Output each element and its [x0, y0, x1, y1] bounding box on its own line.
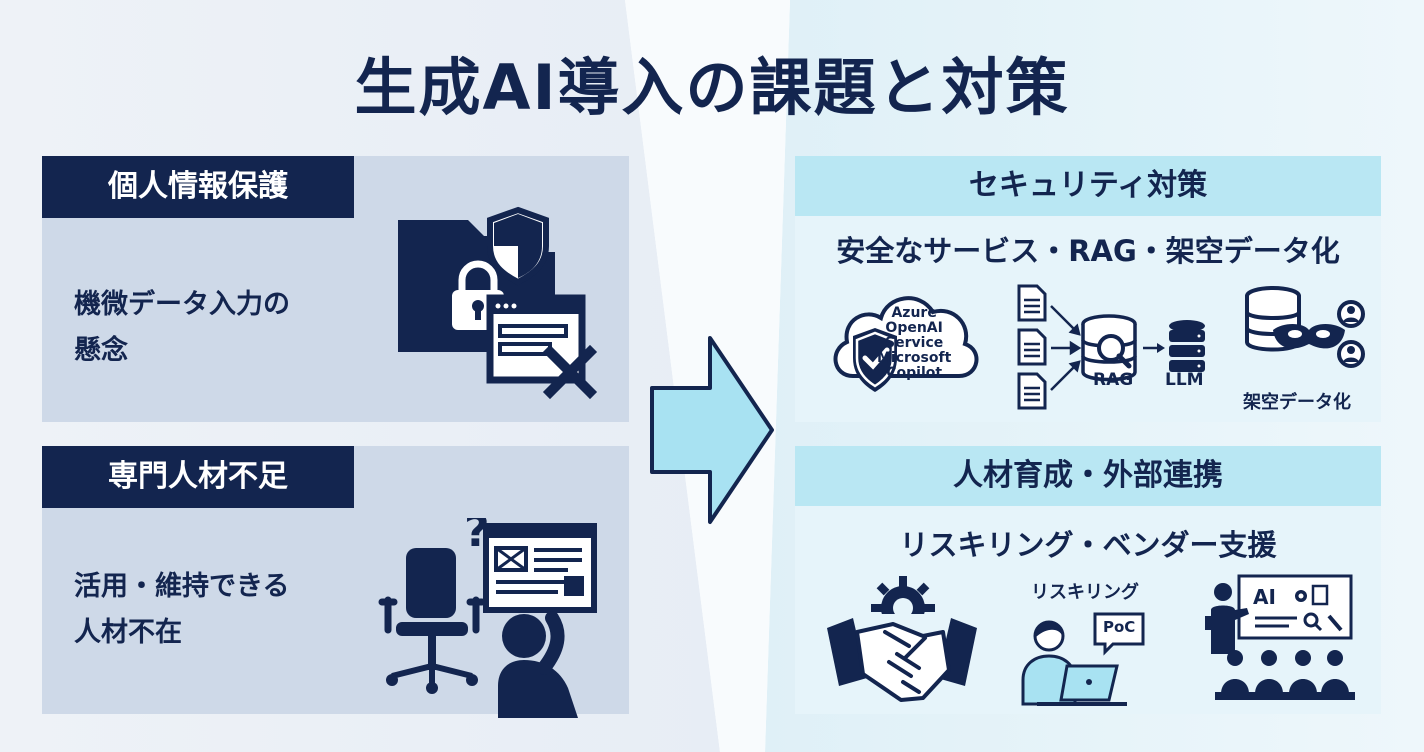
solution-subtitle: リスキリング・ベンダー支援 — [899, 528, 1277, 562]
fake-data-label: 架空データ化 — [1243, 392, 1351, 413]
handshake-gear-icon — [827, 576, 977, 702]
poc-label: PoC — [1103, 618, 1136, 636]
empty-chair-confused-person-icon: ? — [378, 518, 597, 718]
right-arrow-icon — [650, 336, 774, 524]
challenge-description: 機微データ入力の 懸念 — [74, 289, 290, 366]
solution-panel-talent: 人材育成・外部連携 リスキリング・ベンダー支援 リスキリング — [795, 446, 1381, 714]
solution-subtitle: 安全なサービス・RAG・架空データ化 — [836, 234, 1340, 268]
board-label: AI — [1253, 585, 1276, 609]
person-laptop-icon — [1021, 612, 1145, 706]
rag-flow-icon — [1017, 284, 1205, 410]
reskilling-label: リスキリング — [1031, 582, 1139, 603]
locked-folder-icon — [398, 206, 598, 400]
challenge-panel-talent: 専門人材不足 活用・維持できる 人材不在 ? — [42, 446, 629, 718]
llm-label: LLM — [1165, 370, 1204, 390]
cloud-service-labels: Azure OpenAI Service Microsoft Copilot — [877, 305, 952, 381]
solution-heading: 人材育成・外部連携 — [795, 446, 1381, 506]
challenge-heading: 個人情報保護 — [42, 156, 354, 218]
page-title: 生成AI導入の課題と対策 — [354, 51, 1070, 124]
solution-panel-security: セキュリティ対策 安全なサービス・RAG・架空データ化 Azure OpenAI… — [795, 156, 1381, 422]
challenge-heading: 専門人材不足 — [42, 446, 354, 508]
challenge-description: 活用・維持できる 人材不在 — [74, 571, 290, 648]
solution-heading: セキュリティ対策 — [795, 156, 1381, 216]
rag-label: RAG — [1093, 370, 1134, 390]
presenter-audience-icon: AI — [1205, 574, 1355, 700]
challenge-panel-privacy: 個人情報保護 機微データ入力の 懸念 — [42, 156, 629, 422]
cloud-shield-icon — [833, 296, 979, 392]
mask-database-icon — [1245, 286, 1365, 368]
